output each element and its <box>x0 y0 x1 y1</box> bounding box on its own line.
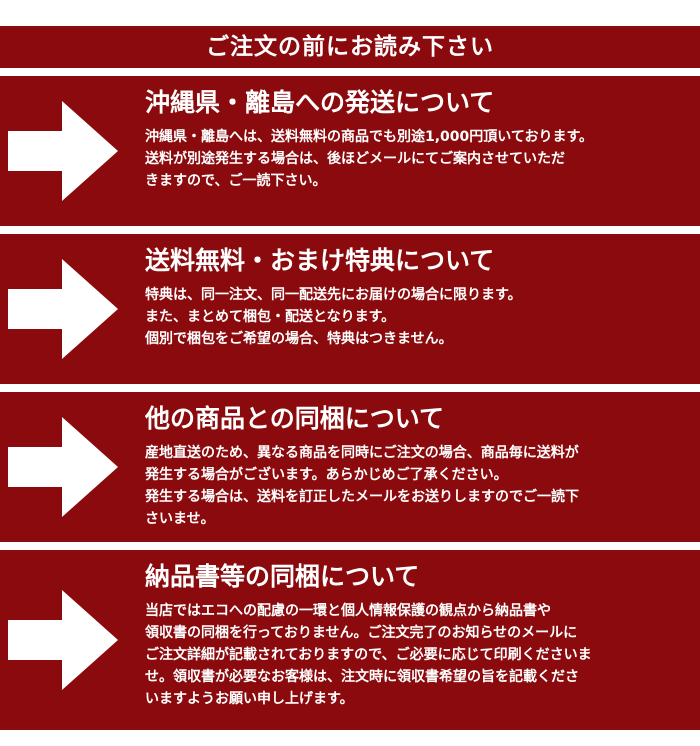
section-heading: 納品書等の同梱について <box>145 562 420 591</box>
arrow-right-icon <box>0 576 128 704</box>
section-body: 当店ではエコへの配慮の一環と個人情報保護の観点から納品書や 領収書の同梱を行って… <box>145 600 690 710</box>
body-line: 領収書の同梱を行っておりません。ご注文完了のお知らせのメールに <box>145 625 578 641</box>
section-okinawa-shipping: 沖縄県・離島への発送について 沖縄県・離島へは、送料無料の商品でも別途1,000… <box>0 76 700 226</box>
section-body: 特典は、同一注文、同一配送先にお届けの場合に限ります。 また、まとめて梱包・配送… <box>145 284 690 350</box>
body-line: 発生する場合は、送料を訂正したメールをお送りしますのでご一読下 <box>145 489 579 505</box>
section-heading: 送料無料・おまけ特典について <box>145 246 495 275</box>
body-line: ご注文詳細が記載されておりますので、ご必要に応じて印刷くださいま <box>145 647 592 663</box>
arrow-right-icon <box>0 87 128 215</box>
section-invoice-enclosure: 納品書等の同梱について 当店ではエコへの配慮の一環と個人情報保護の観点から納品書… <box>0 550 700 730</box>
section-heading: 他の商品との同梱について <box>145 404 445 433</box>
section-body: 沖縄県・離島へは、送料無料の商品でも別途1,000円頂いております。 送料が別途… <box>145 126 690 192</box>
page-title-banner: ご注文の前にお読み下さい <box>0 26 700 68</box>
body-line: また、まとめて梱包・配送となります。 <box>145 309 396 325</box>
body-line: きますので、ご一読下さい。 <box>145 173 327 189</box>
body-line: 産地直送のため、異なる商品を同時にご注文の場合、商品毎に送料が <box>145 445 579 461</box>
body-line: いますようお願い申し上げます。 <box>145 691 354 707</box>
section-combined-shipping: 他の商品との同梱について 産地直送のため、異なる商品を同時にご注文の場合、商品毎… <box>0 392 700 542</box>
body-line: 送料が別途発生する場合は、後ほどメールにてご案内させていただ <box>145 151 565 167</box>
page-title: ご注文の前にお読み下さい <box>206 34 494 60</box>
section-heading: 沖縄県・離島への発送について <box>145 88 495 117</box>
body-line: 個別で梱包をご希望の場合、特典はつきません。 <box>145 331 453 347</box>
body-line: せ。領収書が必要なお客様は、注文時に領収書希望の旨を記載くださ <box>145 669 579 685</box>
body-line: 当店ではエコへの配慮の一環と個人情報保護の観点から納品書や <box>145 603 551 619</box>
body-line: さいませ。 <box>145 511 215 527</box>
arrow-right-icon <box>0 245 128 373</box>
section-body: 産地直送のため、異なる商品を同時にご注文の場合、商品毎に送料が 発生する場合がご… <box>145 442 690 530</box>
arrow-right-icon <box>0 403 128 531</box>
body-line: 発生する場合がございます。あらかじめご了承ください。 <box>145 467 508 483</box>
body-line: 沖縄県・離島へは、送料無料の商品でも別途1,000円頂いております。 <box>145 129 594 145</box>
body-line: 特典は、同一注文、同一配送先にお届けの場合に限ります。 <box>145 287 522 303</box>
section-free-shipping-bonus: 送料無料・おまけ特典について 特典は、同一注文、同一配送先にお届けの場合に限りま… <box>0 234 700 384</box>
